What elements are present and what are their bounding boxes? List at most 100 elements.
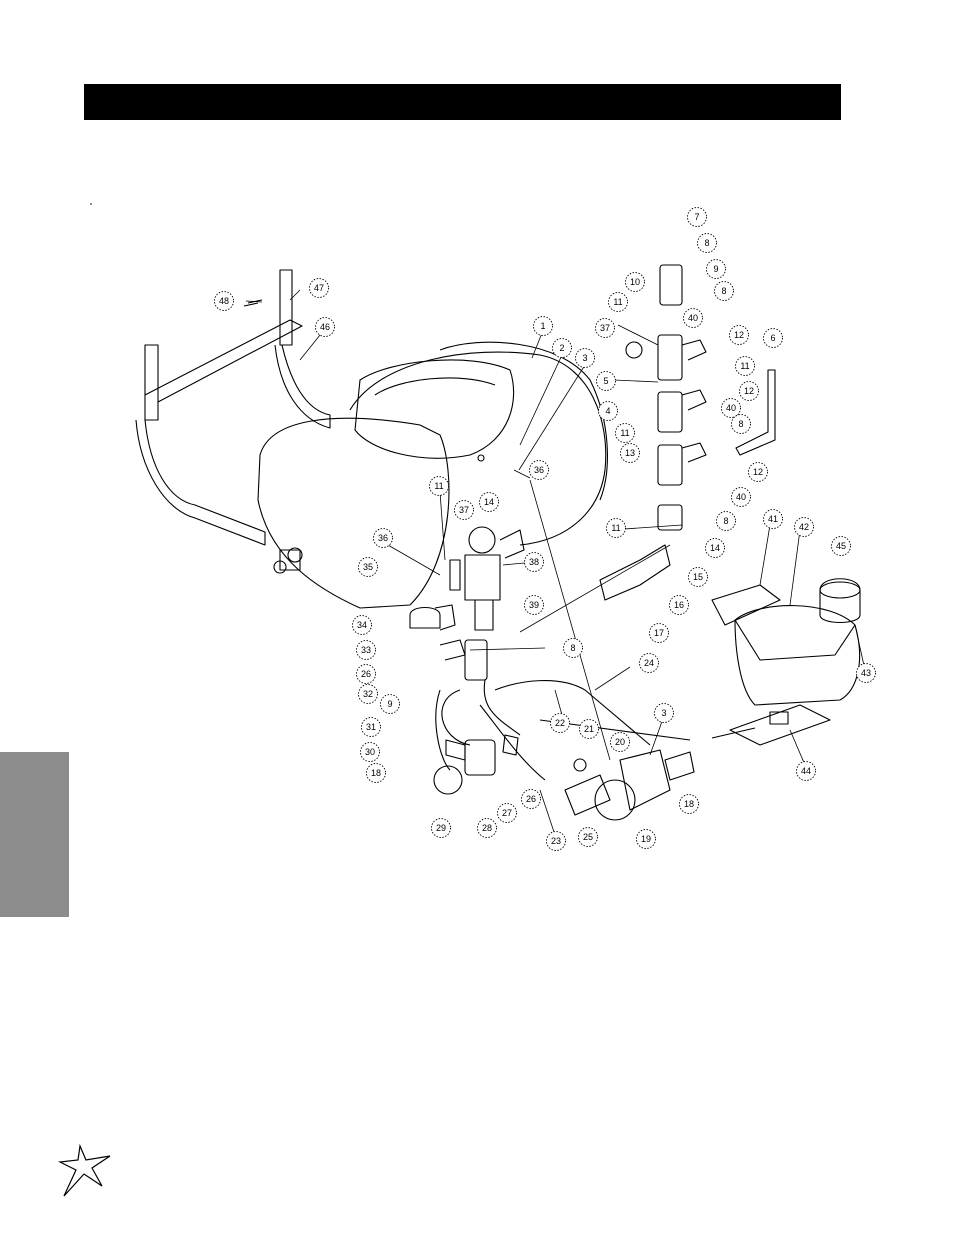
callout-label: 30 xyxy=(365,747,375,757)
callout-17: 17 xyxy=(649,623,669,643)
callout-39: 39 xyxy=(524,595,544,615)
callout-label: 8 xyxy=(738,419,743,429)
callout-circle xyxy=(649,623,669,643)
callout-label: 1 xyxy=(540,321,545,331)
callout-35: 35 xyxy=(358,557,378,577)
callout-circle xyxy=(552,338,572,358)
callout-label: 3 xyxy=(661,708,666,718)
callout-20: 20 xyxy=(610,732,630,752)
callout-26: 26 xyxy=(521,789,541,809)
callout-circle xyxy=(763,509,783,529)
valve-manifold xyxy=(599,264,776,601)
star-logo-icon xyxy=(58,1143,111,1197)
callout-14: 14 xyxy=(479,492,499,512)
callout-circle xyxy=(309,278,329,298)
callout-circle xyxy=(706,259,726,279)
callout-label: 38 xyxy=(529,557,539,567)
callout-18: 18 xyxy=(679,794,699,814)
side-tab xyxy=(0,752,69,917)
callout-label: 14 xyxy=(710,543,720,553)
callout-circle xyxy=(429,476,449,496)
callout-circle xyxy=(454,500,474,520)
callout-circle xyxy=(714,281,734,301)
callout-circle xyxy=(636,829,656,849)
callout-label: 15 xyxy=(693,572,703,582)
callout-11: 11 xyxy=(429,476,449,496)
callout-circle xyxy=(315,317,335,337)
callout-circle xyxy=(575,348,595,368)
callout-circle xyxy=(796,761,816,781)
callout-label: 18 xyxy=(684,799,694,809)
callout-label: 8 xyxy=(721,286,726,296)
callout-circle xyxy=(731,487,751,507)
callout-24: 24 xyxy=(639,653,659,673)
callout-8: 8 xyxy=(714,281,734,301)
callout-44: 44 xyxy=(796,761,816,781)
callout-label: 10 xyxy=(630,277,640,287)
callout-45: 45 xyxy=(831,536,851,556)
callout-8: 8 xyxy=(563,638,583,658)
callout-circle xyxy=(595,318,615,338)
callout-8: 8 xyxy=(697,233,717,253)
callout-label: 40 xyxy=(688,313,698,323)
callout-circle xyxy=(546,831,566,851)
callout-label: 46 xyxy=(320,322,330,332)
callout-label: 6 xyxy=(770,333,775,343)
callout-37: 37 xyxy=(454,500,474,520)
callout-circle xyxy=(679,794,699,814)
callout-circle xyxy=(683,308,703,328)
callout-label: 48 xyxy=(219,296,229,306)
callout-42: 42 xyxy=(794,517,814,537)
callout-label: 19 xyxy=(641,834,651,844)
callout-33: 33 xyxy=(356,640,376,660)
callout-circle xyxy=(716,511,736,531)
callout-label: 41 xyxy=(768,514,778,524)
callout-28: 28 xyxy=(477,818,497,838)
callout-circle xyxy=(831,536,851,556)
callout-label: 40 xyxy=(736,492,746,502)
callout-19: 19 xyxy=(636,829,656,849)
callout-circle xyxy=(529,460,549,480)
callout-18: 18 xyxy=(366,763,386,783)
callout-label: 37 xyxy=(600,323,610,333)
callout-label: 11 xyxy=(434,481,443,491)
callout-label: 29 xyxy=(436,823,446,833)
callout-circle xyxy=(214,291,234,311)
callout-36: 36 xyxy=(529,460,549,480)
callout-label: 28 xyxy=(482,823,492,833)
callout-circle xyxy=(669,595,689,615)
callout-label: 17 xyxy=(654,628,664,638)
callout-circle xyxy=(356,664,376,684)
callout-circle xyxy=(731,414,751,434)
callout-11: 11 xyxy=(608,292,628,312)
callout-10: 10 xyxy=(625,272,645,292)
callout-label: 26 xyxy=(361,669,371,679)
strainer-assembly xyxy=(449,526,525,681)
callout-43: 43 xyxy=(856,663,876,683)
callout-40: 40 xyxy=(721,398,741,418)
callout-36: 36 xyxy=(373,528,393,548)
callout-48: 48 xyxy=(214,291,234,311)
callout-label: 27 xyxy=(502,808,512,818)
callout-label: 47 xyxy=(314,283,324,293)
callout-circle xyxy=(352,615,372,635)
callout-label: 43 xyxy=(861,668,871,678)
callout-label: 9 xyxy=(387,699,392,709)
callout-circle xyxy=(360,742,380,762)
callout-circle xyxy=(610,732,630,752)
callout-34: 34 xyxy=(352,615,372,635)
callout-8: 8 xyxy=(716,511,736,531)
callout-label: 14 xyxy=(484,497,494,507)
callout-29: 29 xyxy=(431,818,451,838)
callout-12: 12 xyxy=(748,462,768,482)
callout-3: 3 xyxy=(654,703,674,723)
callout-label: 34 xyxy=(357,620,367,630)
callout-label: 42 xyxy=(799,522,809,532)
callout-11: 11 xyxy=(735,356,755,376)
callout-27: 27 xyxy=(497,803,517,823)
callout-label: 21 xyxy=(584,724,594,734)
callout-circle xyxy=(380,694,400,714)
callout-circle xyxy=(358,684,378,704)
